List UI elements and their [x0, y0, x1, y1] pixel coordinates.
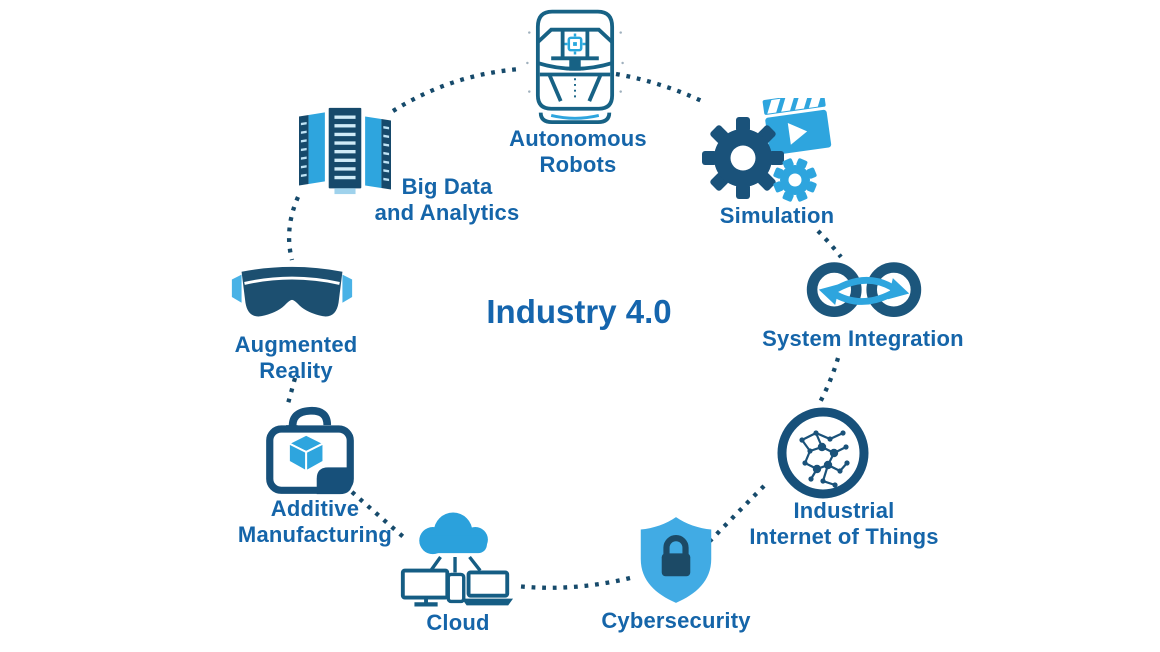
dotted-connector: [816, 357, 841, 408]
label-simulation: Simulation: [719, 203, 835, 228]
label-augmented-reality: Augmented Reality: [234, 332, 358, 383]
dotted-connector: [286, 196, 300, 261]
monitor-icon: [400, 568, 450, 607]
label-autonomous-robots: Autonomous Robots: [509, 126, 647, 177]
dotted-connector: [515, 575, 631, 590]
autonomous-car-icon: [526, 9, 624, 124]
label-cybersecurity: Cybersecurity: [601, 608, 751, 633]
network-globe-icon: [777, 407, 869, 499]
linked-rings-arrows-icon: [806, 262, 922, 318]
padlock-icon: [661, 535, 691, 577]
label-additive-manufacturing: Additive Manufacturing: [237, 496, 393, 547]
cube-icon: [287, 433, 325, 473]
3d-printer-cube-icon: [266, 406, 354, 495]
shield-lock-icon: [640, 517, 712, 603]
phone-icon: [446, 572, 466, 604]
cloud-shape: [419, 512, 488, 555]
laptop-icon: [461, 570, 514, 606]
label-industrial-iot: Industrial Internet of Things: [749, 498, 939, 549]
label-cloud: Cloud: [426, 610, 490, 635]
ar-goggles-icon: [231, 266, 353, 317]
label-system-integration: System Integration: [762, 326, 964, 351]
diagram-title: Industry 4.0: [486, 293, 672, 330]
server-racks-icon: [299, 107, 391, 195]
gears-clapperboard-icon: [702, 98, 832, 202]
dotted-connector: [816, 229, 843, 259]
lidar-target-icon: [564, 33, 586, 55]
cloud-devices-icon: [400, 512, 514, 607]
dotted-connector: [391, 66, 522, 113]
label-big-data-analytics: Big Data and Analytics: [374, 174, 520, 225]
